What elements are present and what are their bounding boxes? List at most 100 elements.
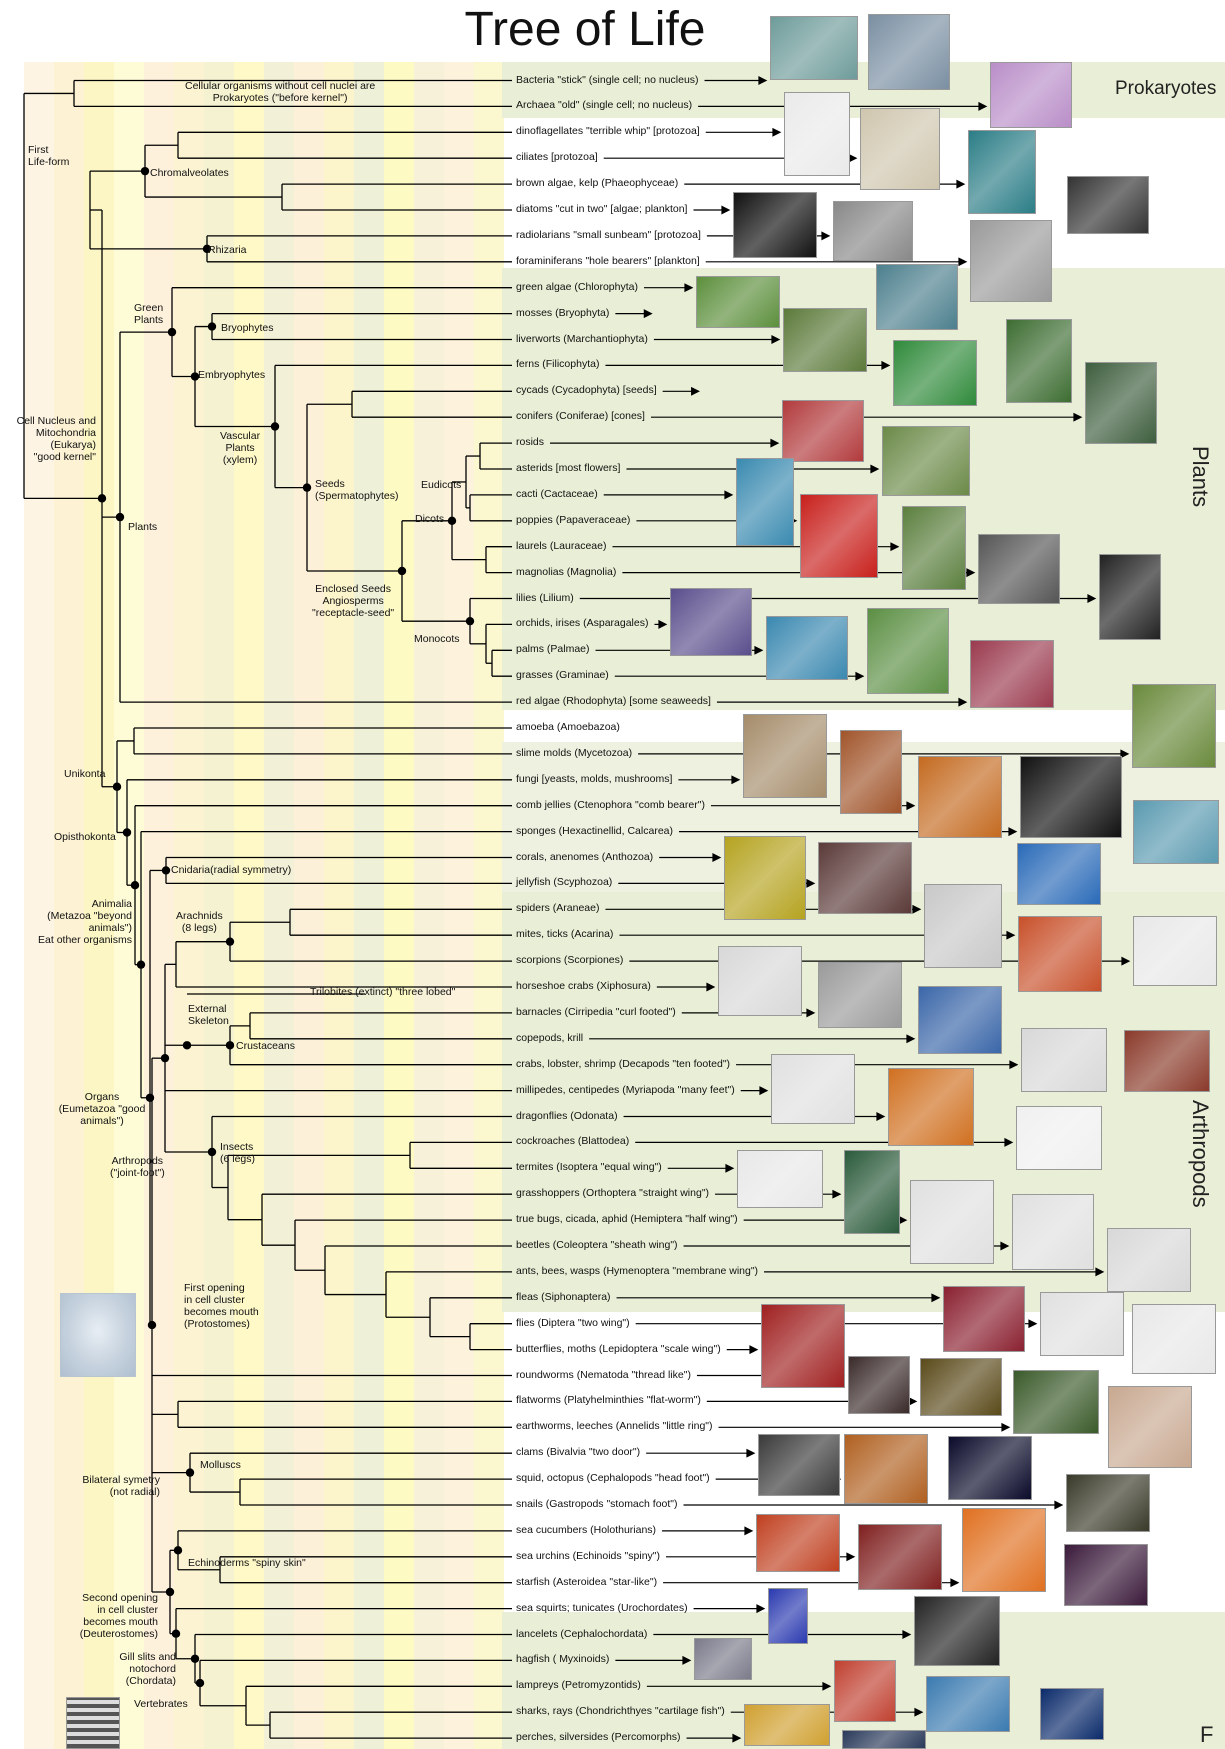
clade-node <box>448 517 456 525</box>
label-external-skeleton: External Skeleton <box>188 1003 229 1027</box>
arrow-head <box>882 362 889 369</box>
species-photo <box>918 986 1002 1054</box>
label-first-life: First Life-form <box>28 144 69 168</box>
species-photo <box>1064 1544 1148 1606</box>
species-photo <box>1133 800 1219 864</box>
arrow-head <box>644 310 651 317</box>
arrow-head <box>903 1631 910 1638</box>
arrow-head <box>979 103 986 110</box>
label-dicots: Dicots <box>415 513 444 525</box>
arrow-head <box>907 802 914 809</box>
leaf-label: slime molds (Mycetozoa) <box>516 747 632 760</box>
leaf-label: roundworms (Nematoda "thread like") <box>516 1369 691 1382</box>
species-photo <box>744 1704 830 1746</box>
arrow-head <box>877 1113 884 1120</box>
species-photo <box>771 1054 855 1124</box>
leaf-label: dragonflies (Odonata) <box>516 1110 618 1123</box>
arrow-head <box>932 1294 939 1301</box>
clade-node <box>172 1629 180 1637</box>
arrow-head <box>757 1605 764 1612</box>
arrow-head <box>773 129 780 136</box>
species-photo <box>1012 1194 1094 1270</box>
leaf-label: sea squirts; tunicates (Urochordates) <box>516 1602 688 1615</box>
species-photo <box>1040 1292 1124 1356</box>
leaf-label: Bacteria "stick" (single cell; no nucleu… <box>516 74 699 87</box>
leaf-label: beetles (Coleoptera "sheath wing") <box>516 1239 678 1252</box>
label-echinoderms: Echinoderms "spiny skin" <box>188 1557 306 1569</box>
label-animalia: Animalia (Metazoa "beyond animals") Eat … <box>8 898 132 946</box>
clade-node <box>466 617 474 625</box>
clade-node <box>123 828 131 836</box>
leaf-label: liverworts (Marchantiophyta) <box>516 333 648 346</box>
species-photo <box>768 1588 808 1644</box>
leaf-label: grasshoppers (Orthoptera "straight wing"… <box>516 1187 709 1200</box>
arrow-head <box>755 647 762 654</box>
clade-node <box>183 1041 191 1049</box>
leaf-label: squid, octopus (Cephalopods "head foot") <box>516 1472 710 1485</box>
leaf-label: flies (Diptera "two wing") <box>516 1317 630 1330</box>
species-photo <box>1018 916 1102 992</box>
leaf-label: jellyfish (Scyphozoa) <box>516 876 612 889</box>
leaf-label: cacti (Cactaceae) <box>516 488 598 501</box>
leaf-label: corals, anenomes (Anthozoa) <box>516 851 653 864</box>
arrow-head <box>659 621 666 628</box>
species-photo <box>1132 1304 1216 1374</box>
arrow-head <box>1074 414 1081 421</box>
arrow-head <box>759 77 766 84</box>
species-photo <box>914 1596 1000 1666</box>
species-photo <box>858 1524 942 1590</box>
species-photo <box>918 756 1002 838</box>
leaf-label: butterflies, moths (Lepidoptera "scale w… <box>516 1343 721 1356</box>
leaf-label: rosids <box>516 436 544 449</box>
arrow-head <box>959 699 966 706</box>
arrow-head <box>722 207 729 214</box>
species-photo <box>756 1514 840 1572</box>
species-photo <box>902 506 966 590</box>
arrow-head <box>967 569 974 576</box>
species-photo <box>882 426 970 496</box>
leaf-label: asterids [most flowers] <box>516 462 620 475</box>
arrow-head <box>907 1035 914 1042</box>
clade-node <box>98 494 106 502</box>
species-photo <box>1067 176 1149 234</box>
species-photo <box>1020 756 1122 838</box>
arrow-head <box>1002 1424 1009 1431</box>
leaf-label: fleas (Siphonaptera) <box>516 1291 611 1304</box>
arrow-head <box>725 491 732 498</box>
species-photo <box>833 201 913 261</box>
label-opisthokonta: Opisthokonta <box>54 831 116 843</box>
arrow-head <box>1096 1268 1103 1275</box>
species-photo <box>736 458 794 546</box>
label-chordata: Gill slits and notochord (Chordata) <box>100 1651 176 1687</box>
leaf-label: poppies (Papaveraceae) <box>516 514 630 527</box>
clade-node <box>208 322 216 330</box>
clade-node <box>186 1468 194 1476</box>
leaf-label: conifers (Coniferae) [cones] <box>516 410 645 423</box>
leaf-label: red algae (Rhodophyta) [some seaweeds] <box>516 695 711 708</box>
leaf-label: termites (Isoptera "equal wing") <box>516 1161 662 1174</box>
species-photo <box>758 1434 840 1496</box>
clade-node <box>116 513 124 521</box>
arrow-head <box>1055 1502 1062 1509</box>
leaf-label: Archaea "old" (single cell; no nucleus) <box>516 99 692 112</box>
species-photo <box>968 130 1036 214</box>
species-photo <box>1108 1386 1192 1468</box>
leaf-label: palms (Palmae) <box>516 643 590 656</box>
arrow-head <box>692 388 699 395</box>
arrow-head <box>1007 932 1014 939</box>
arrow-head <box>707 984 714 991</box>
species-photo <box>842 1730 926 1749</box>
arrow-head <box>823 1683 830 1690</box>
species-photo <box>670 588 752 656</box>
label-arthropods: Arthropods ("joint-foot") <box>110 1155 165 1179</box>
leaf-label: ants, bees, wasps (Hymenoptera "membrane… <box>516 1265 758 1278</box>
arrow-head <box>959 258 966 265</box>
species-photo <box>867 608 949 694</box>
leaf-label: lilies (Lilium) <box>516 592 574 605</box>
species-photo <box>1066 1474 1150 1532</box>
leaf-label: sponges (Hexactinellid, Calcarea) <box>516 825 673 838</box>
arrow-head <box>771 440 778 447</box>
embryo-image <box>60 1293 136 1377</box>
leaf-label: spiders (Araneae) <box>516 902 599 915</box>
label-green-plants: Green Plants <box>134 302 163 326</box>
